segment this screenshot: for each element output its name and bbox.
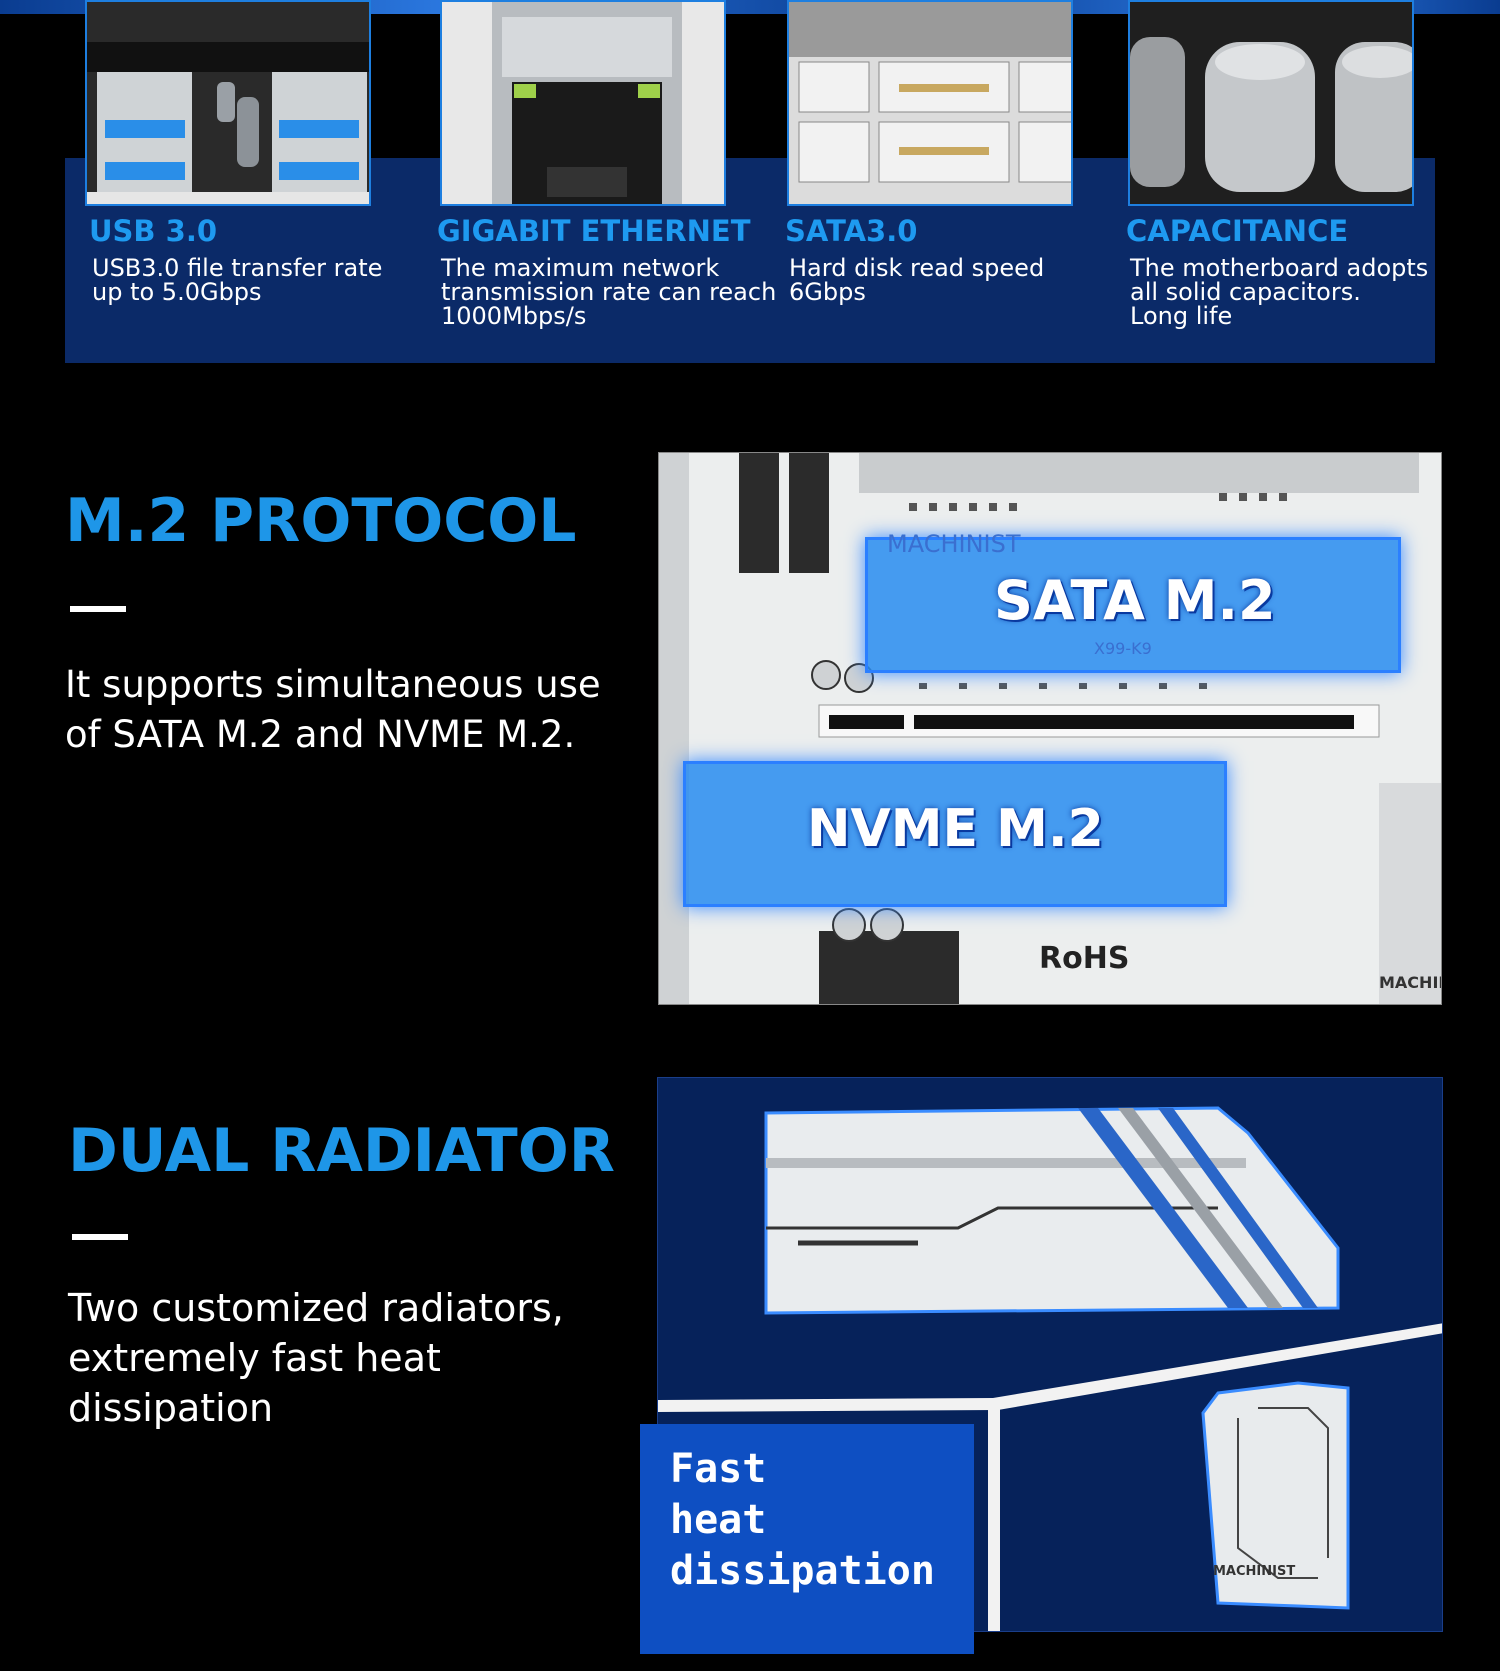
radiator-divider — [72, 1234, 128, 1240]
rohs-mark: RoHS — [1039, 941, 1130, 976]
usb-port-photo — [85, 0, 371, 206]
sata-m2-slot — [865, 537, 1401, 673]
fast-heat-badge-text: Fast heat dissipation — [670, 1446, 935, 1594]
top-glow-bar — [0, 0, 1500, 14]
board-brand-corner: MACHIN — [1379, 973, 1441, 992]
sata-port-photo — [787, 0, 1073, 206]
nvme-m2-slot — [683, 761, 1227, 907]
board-brand: MACHINIST — [887, 530, 1021, 558]
radiator-description: Two customized radiators, extremely fast… — [68, 1286, 564, 1430]
feature-desc-sata: Hard disk read speed 6Gbps — [789, 254, 1045, 306]
sata-m2-label: SATA M.2 — [994, 569, 1276, 632]
feature-desc-usb: USB3.0 file transfer rate up to 5.0Gbps — [92, 254, 383, 306]
m2-divider — [70, 606, 126, 612]
radiator-heading: DUAL RADIATOR — [68, 1116, 615, 1186]
feature-title-sata: SATA3.0 — [785, 214, 918, 248]
m2-motherboard-photo: MACHINIST SATA M.2 X99-K9 NVME M.2 RoHS … — [658, 452, 1442, 1005]
capacitor-photo — [1128, 0, 1414, 206]
radiator-brand: MACHINIST — [1213, 1564, 1296, 1579]
feature-title-usb: USB 3.0 — [89, 214, 218, 248]
m2-description: It supports simultaneous use of SATA M.2… — [65, 663, 601, 756]
fast-heat-badge: Fast heat dissipation — [640, 1424, 974, 1654]
ethernet-port-photo — [440, 0, 726, 206]
nvme-m2-label: NVME M.2 — [807, 799, 1104, 859]
radiator-panel: MACHINIST — [657, 1077, 1443, 1632]
board-model: X99-K9 — [1094, 639, 1152, 658]
feature-title-capacitance: CAPACITANCE — [1126, 214, 1349, 248]
feature-desc-ethernet: The maximum network transmission rate ca… — [441, 254, 777, 330]
feature-desc-capacitance: The motherboard adopts all solid capacit… — [1130, 254, 1429, 330]
feature-title-ethernet: GIGABIT ETHERNET — [437, 214, 751, 248]
m2-heading: M.2 PROTOCOL — [65, 486, 577, 556]
